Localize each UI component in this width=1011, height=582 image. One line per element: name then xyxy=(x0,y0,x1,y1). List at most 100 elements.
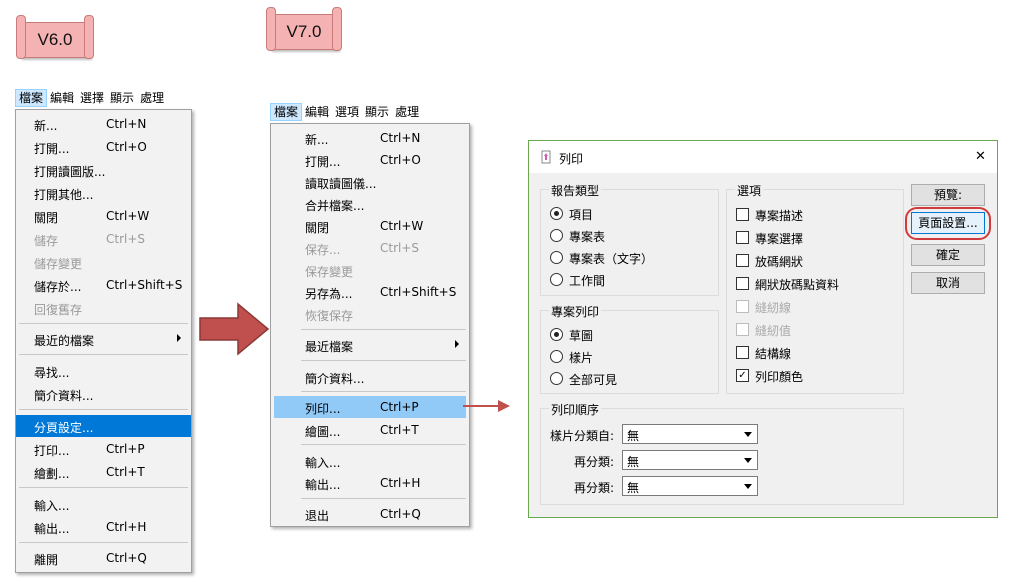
report-type-radio-workspace[interactable] xyxy=(550,273,563,286)
v6-menu-separator xyxy=(19,354,188,355)
option-checkbox-project-desc[interactable] xyxy=(736,208,749,221)
v6-menu-separator xyxy=(19,409,188,410)
option-checkbox-structure-line[interactable] xyxy=(736,346,749,359)
v6-menu-item-import[interactable]: 輸入... xyxy=(34,499,70,513)
v6-menu-separator xyxy=(19,542,188,543)
preview-button[interactable]: 預覽: xyxy=(911,184,985,206)
v6-menu-select[interactable]: 選擇 xyxy=(80,91,105,105)
v7-menu-item-merge-file[interactable]: 合并檔案... xyxy=(305,199,365,213)
v6-menu-view[interactable]: 顯示 xyxy=(110,91,135,105)
chevron-down-icon xyxy=(744,484,752,489)
report-type-radio-list[interactable] xyxy=(550,229,563,242)
v7-menu-item-profile[interactable]: 簡介資料... xyxy=(305,372,365,386)
option-label-seam-value: 縫紉值 xyxy=(755,324,792,338)
v7-menu-item-save-changes[interactable]: 保存變更 xyxy=(305,265,354,279)
v6-menu-item-export[interactable]: 輸出...Ctrl+H xyxy=(34,520,147,536)
v7-menu-edit[interactable]: 編輯 xyxy=(305,105,330,119)
dialog-title: 列印 xyxy=(559,152,584,166)
report-type-radio-list-text[interactable] xyxy=(550,251,563,264)
v6-version-label: V6.0 xyxy=(37,30,73,49)
pointer-arrow-icon xyxy=(463,400,510,412)
v6-menu-item-open-digitizer[interactable]: 打開讀圖版... xyxy=(34,165,106,179)
sort-by-value: 無 xyxy=(627,429,640,443)
v6-file-menu: 新...Ctrl+N 打開...Ctrl+O 打開讀圖版... 打開其他... … xyxy=(15,109,192,573)
v7-menu-file[interactable]: 檔案 xyxy=(270,103,303,121)
project-print-title: 專案列印 xyxy=(549,303,602,320)
v6-menu-item-plot[interactable]: 繪劃...Ctrl+T xyxy=(34,465,145,481)
v6-menu-item-open-other[interactable]: 打開其他... xyxy=(34,188,94,202)
print-order-title: 列印順序 xyxy=(549,401,602,418)
project-print-radio-draft[interactable] xyxy=(550,328,563,341)
v7-menu-item-revert[interactable]: 恢復保存 xyxy=(305,309,354,323)
option-checkbox-project-select[interactable] xyxy=(736,231,749,244)
v7-menu-process[interactable]: 處理 xyxy=(395,105,420,119)
option-checkbox-seam-value[interactable] xyxy=(736,323,749,336)
report-type-radio-item[interactable] xyxy=(550,207,563,220)
v7-menu-item-open[interactable]: 打開...Ctrl+O xyxy=(305,153,421,169)
option-checkbox-grade-net[interactable] xyxy=(736,254,749,267)
then-by-label-1: 再分類: xyxy=(574,455,615,469)
v6-menu-edit[interactable]: 編輯 xyxy=(50,91,75,105)
v6-menubar: 檔案 編輯 選擇 顯示 處理 xyxy=(15,89,168,107)
v7-menu-item-recent-files[interactable]: 最近檔案 xyxy=(271,334,469,356)
v6-version-tag: V6.0 xyxy=(16,15,94,59)
v7-menu-options[interactable]: 選項 xyxy=(335,105,360,119)
options-group: 選項 專案描述 專案選擇 放碼網狀 網狀放碼點資料 縫紉線 縫紉值 結構線 ✓ … xyxy=(726,182,904,394)
v6-menu-item-profile[interactable]: 簡介資料... xyxy=(34,389,94,403)
report-type-group: 報告類型 項目 專案表 專案表（文字） 工作間 xyxy=(540,182,719,296)
ok-button[interactable]: 確定 xyxy=(911,244,985,266)
then-by-select-1[interactable]: 無 xyxy=(622,450,758,470)
project-print-label-pieces: 樣片 xyxy=(569,351,594,365)
v7-menu-item-new[interactable]: 新...Ctrl+N xyxy=(305,131,421,147)
v6-menu-item-revert[interactable]: 回復舊存 xyxy=(34,303,83,317)
then-by-select-2[interactable]: 無 xyxy=(622,476,758,496)
option-checkbox-seam-line[interactable] xyxy=(736,300,749,313)
v6-menu-item-page-setup[interactable]: 分頁設定... xyxy=(16,415,191,437)
v6-menu-file[interactable]: 檔案 xyxy=(15,89,48,107)
v6-menu-item-recent-files[interactable]: 最近的檔案 xyxy=(16,328,191,350)
v7-menu-item-import[interactable]: 輸入... xyxy=(305,456,341,470)
v6-menu-item-open[interactable]: 打開...Ctrl+O xyxy=(34,140,147,156)
v7-menu-item-read-digitizer[interactable]: 讀取讀圖儀... xyxy=(305,177,377,191)
v7-menu-item-save[interactable]: 保存...Ctrl+S xyxy=(305,241,420,257)
cancel-button[interactable]: 取消 xyxy=(911,272,985,294)
submenu-arrow-icon xyxy=(455,340,459,348)
v7-menu-item-save-as[interactable]: 另存為...Ctrl+Shift+S xyxy=(305,285,457,301)
option-label-structure-line: 結構線 xyxy=(755,347,792,361)
printer-icon xyxy=(541,150,551,164)
then-by-label-2: 再分類: xyxy=(574,481,615,495)
v6-menu-item-save-changes[interactable]: 儲存變更 xyxy=(34,257,83,271)
v7-menu-view[interactable]: 顯示 xyxy=(365,105,390,119)
v7-menu-separator xyxy=(301,391,466,392)
option-checkbox-print-color[interactable]: ✓ xyxy=(736,369,749,382)
option-label-project-select: 專案選擇 xyxy=(755,232,804,246)
page-setup-button[interactable]: 頁面設置... xyxy=(911,212,985,234)
report-type-label-list: 專案表 xyxy=(569,230,606,244)
chevron-down-icon xyxy=(744,458,752,463)
v6-menu-item-find[interactable]: 尋找... xyxy=(34,366,70,380)
v7-menu-separator xyxy=(301,329,466,330)
v6-menu-item-print[interactable]: 打印...Ctrl+P xyxy=(34,442,145,458)
sort-by-label: 樣片分類自: xyxy=(550,429,615,443)
v7-menu-item-export[interactable]: 輸出...Ctrl+H xyxy=(305,476,421,492)
project-print-radio-pieces[interactable] xyxy=(550,350,563,363)
v6-menu-process[interactable]: 處理 xyxy=(140,91,165,105)
option-checkbox-net-grade-points[interactable] xyxy=(736,277,749,290)
project-print-radio-all-visible[interactable] xyxy=(550,372,563,385)
v6-menu-item-new[interactable]: 新...Ctrl+N xyxy=(34,117,147,133)
v7-menu-item-print[interactable]: 列印...Ctrl+P xyxy=(274,396,466,418)
project-print-group: 專案列印 草圖 樣片 全部可見 xyxy=(540,303,719,394)
close-icon[interactable]: ✕ xyxy=(975,149,986,164)
report-type-label-workspace: 工作間 xyxy=(569,274,606,288)
sort-by-select[interactable]: 無 xyxy=(622,424,758,444)
v7-version-tag: V7.0 xyxy=(266,7,342,51)
project-print-label-draft: 草圖 xyxy=(569,329,594,343)
v7-menu-separator xyxy=(301,444,466,445)
v6-menu-item-save-as[interactable]: 儲存於...Ctrl+Shift+S xyxy=(34,278,183,294)
v7-menu-item-plot[interactable]: 繪圖...Ctrl+T xyxy=(305,423,419,439)
